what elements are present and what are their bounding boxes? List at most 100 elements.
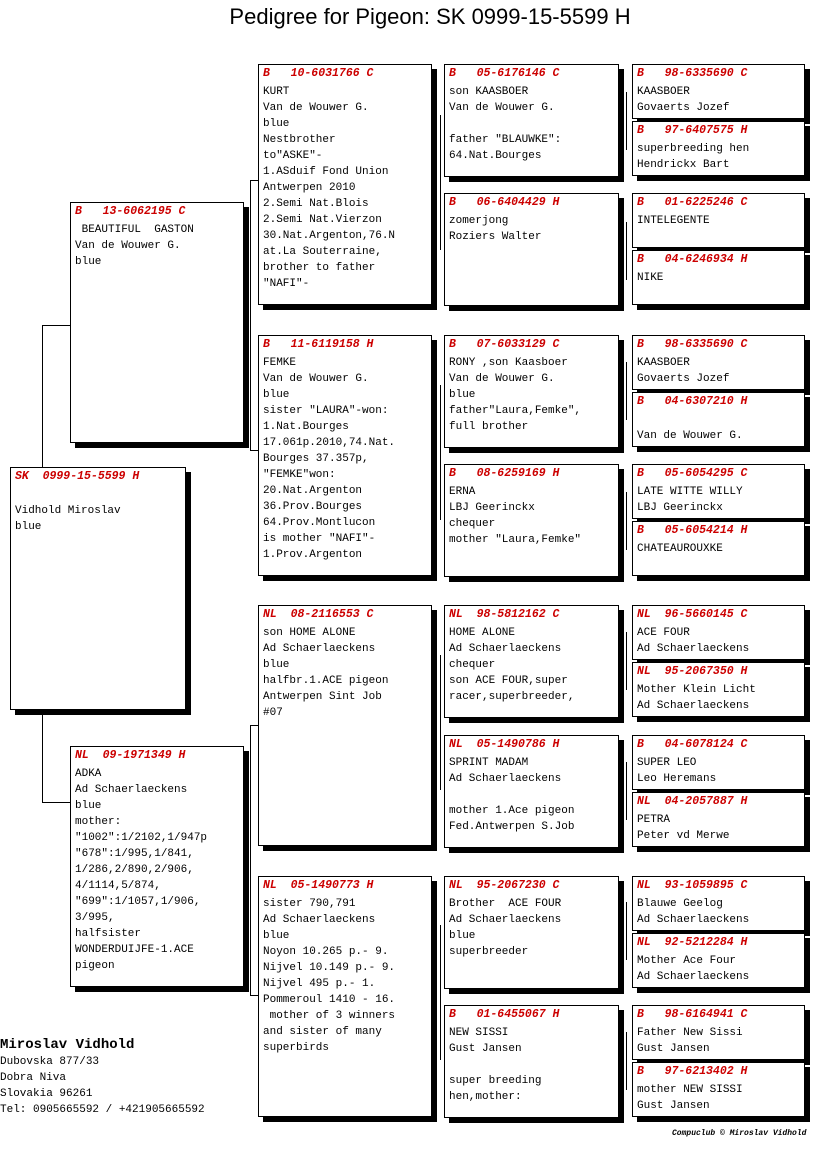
card-text-line: Van de Wouwer G.: [637, 430, 743, 442]
connector: [250, 725, 258, 726]
card-text-line: "FEMKE"won:: [263, 469, 336, 481]
card-text-line: mother "Laura,Femke": [449, 534, 582, 546]
card-text-line: PETRA: [637, 814, 671, 826]
g4-card: B 04-6307210 H Van de Wouwer G.: [632, 392, 805, 447]
card-text-line: Mother Klein Licht: [637, 684, 756, 696]
owner-name: Miroslav Vidhold: [0, 1037, 135, 1053]
card-text-line: Noyon 10.265 p.- 9.: [263, 946, 389, 958]
connector: [42, 710, 43, 802]
card-text-line: "NAFI"-: [263, 278, 310, 290]
card-text-line: 64.Prov.Montlucon: [263, 517, 376, 529]
connector: [626, 902, 627, 960]
card-text-line: zomerjong: [449, 215, 509, 227]
card-text-line: Fed.Antwerpen S.Job: [449, 821, 575, 833]
card-text-line: Hendrickx Bart: [637, 159, 730, 171]
card-text-line: Pommeroul 1410 - 16.: [263, 994, 396, 1006]
card-text-line: 64.Nat.Bourges: [449, 150, 542, 162]
card-text-line: Van de Wouwer G.: [449, 373, 555, 385]
card-text-line: Peter vd Merwe: [637, 830, 730, 842]
card-text-line: blue: [75, 256, 102, 268]
card-text-line: chequer: [449, 659, 496, 671]
connector: [42, 325, 43, 470]
card-text-line: blue: [263, 930, 290, 942]
card-text-line: "1002":1/2102,1/947p: [75, 832, 208, 844]
card-text-line: at.La Souterraine,: [263, 246, 382, 258]
footer-credit: Compuclub © Miroslav Vidhold: [672, 1129, 807, 1138]
card-text-line: Blauwe Geelog: [637, 898, 723, 910]
card-text-line: ACE FOUR: [637, 627, 690, 639]
ring-number: B 10-6031766 C: [263, 67, 374, 80]
card-text-line: Ad Schaerlaeckens: [637, 971, 750, 983]
card-text-line: SPRINT MADAM: [449, 757, 529, 769]
card-text-line: [449, 787, 614, 803]
card-text-line: 20.Nat.Argenton: [263, 485, 363, 497]
connector: [626, 632, 627, 690]
card-text-line: Father New Sissi: [637, 1027, 743, 1039]
ring-number: B 04-6307210 H: [637, 395, 748, 408]
card-text-line: NIKE: [637, 272, 664, 284]
card-text-line: hen,mother:: [449, 1091, 522, 1103]
card-text-line: and sister of many: [263, 1026, 382, 1038]
card-text-line: Van de Wouwer G.: [449, 102, 555, 114]
card-text-line: superbreeding hen: [637, 143, 750, 155]
card-text-line: SUPER LEO: [637, 757, 697, 769]
card-text-line: father"Laura,Femke",: [449, 405, 582, 417]
card-text-line: blue: [263, 389, 290, 401]
card-text-line: 3/995,: [75, 912, 115, 924]
ring-number: B 04-6078124 C: [637, 738, 748, 751]
card-text-line: pigeon: [75, 960, 115, 972]
card-text-line: superbreeder: [449, 946, 529, 958]
ring-number: NL 05-1490773 H: [263, 879, 374, 892]
card-text-line: [15, 487, 181, 503]
card-text-line: NEW SISSI: [449, 1027, 509, 1039]
card-text-line: ADKA: [75, 768, 102, 780]
connector: [440, 925, 441, 1060]
card-text-line: blue: [449, 389, 476, 401]
card-text-line: RONY ,son Kaasboer: [449, 357, 568, 369]
card-text-line: Govaerts Jozef: [637, 373, 730, 385]
card-text-line: blue: [449, 930, 476, 942]
card-text-line: Ad Schaerlaeckens: [449, 773, 562, 785]
connector: [440, 655, 441, 790]
card-text-line: [637, 412, 800, 428]
card-text-line: halfbr.1.ACE pigeon: [263, 675, 389, 687]
ring-number: B 98-6335690 C: [637, 67, 748, 80]
owner-info: Miroslav Vidhold Dubovska 877/33 Dobra N…: [0, 1036, 205, 1118]
ring-number: NL 09-1971349 H: [75, 749, 186, 762]
ring-number: B 11-6119158 H: [263, 338, 374, 351]
card-text-line: mother:: [75, 816, 122, 828]
card-text-line: Vidhold Miroslav: [15, 505, 121, 517]
card-text-line: Nijvel 495 p.- 1.: [263, 978, 376, 990]
card-text-line: Van de Wouwer G.: [263, 102, 369, 114]
card-text-line: son KAASBOER: [449, 86, 529, 98]
ring-number: NL 04-2057887 H: [637, 795, 748, 808]
connector: [626, 92, 627, 150]
card-text-line: "678":1/995,1/841,: [75, 848, 194, 860]
card-text-line: Ad Schaerlaeckens: [75, 784, 188, 796]
ring-number: NL 95-2067350 H: [637, 665, 748, 678]
connector: [250, 995, 258, 996]
card-text-line: racer,superbreeder,: [449, 691, 575, 703]
card-text-line: Roziers Walter: [449, 231, 542, 243]
ring-number: NL 98-5812162 C: [449, 608, 560, 621]
card-text-line: Ad Schaerlaeckens: [263, 914, 376, 926]
card-text-line: BEAUTIFUL GASTON: [75, 224, 194, 236]
card-text-line: Brother ACE FOUR: [449, 898, 562, 910]
card-text-line: Ad Schaerlaeckens: [449, 914, 562, 926]
ring-number: B 98-6335690 C: [637, 338, 748, 351]
ring-number: B 01-6455067 H: [449, 1008, 560, 1021]
ring-number: B 01-6225246 C: [637, 196, 748, 209]
